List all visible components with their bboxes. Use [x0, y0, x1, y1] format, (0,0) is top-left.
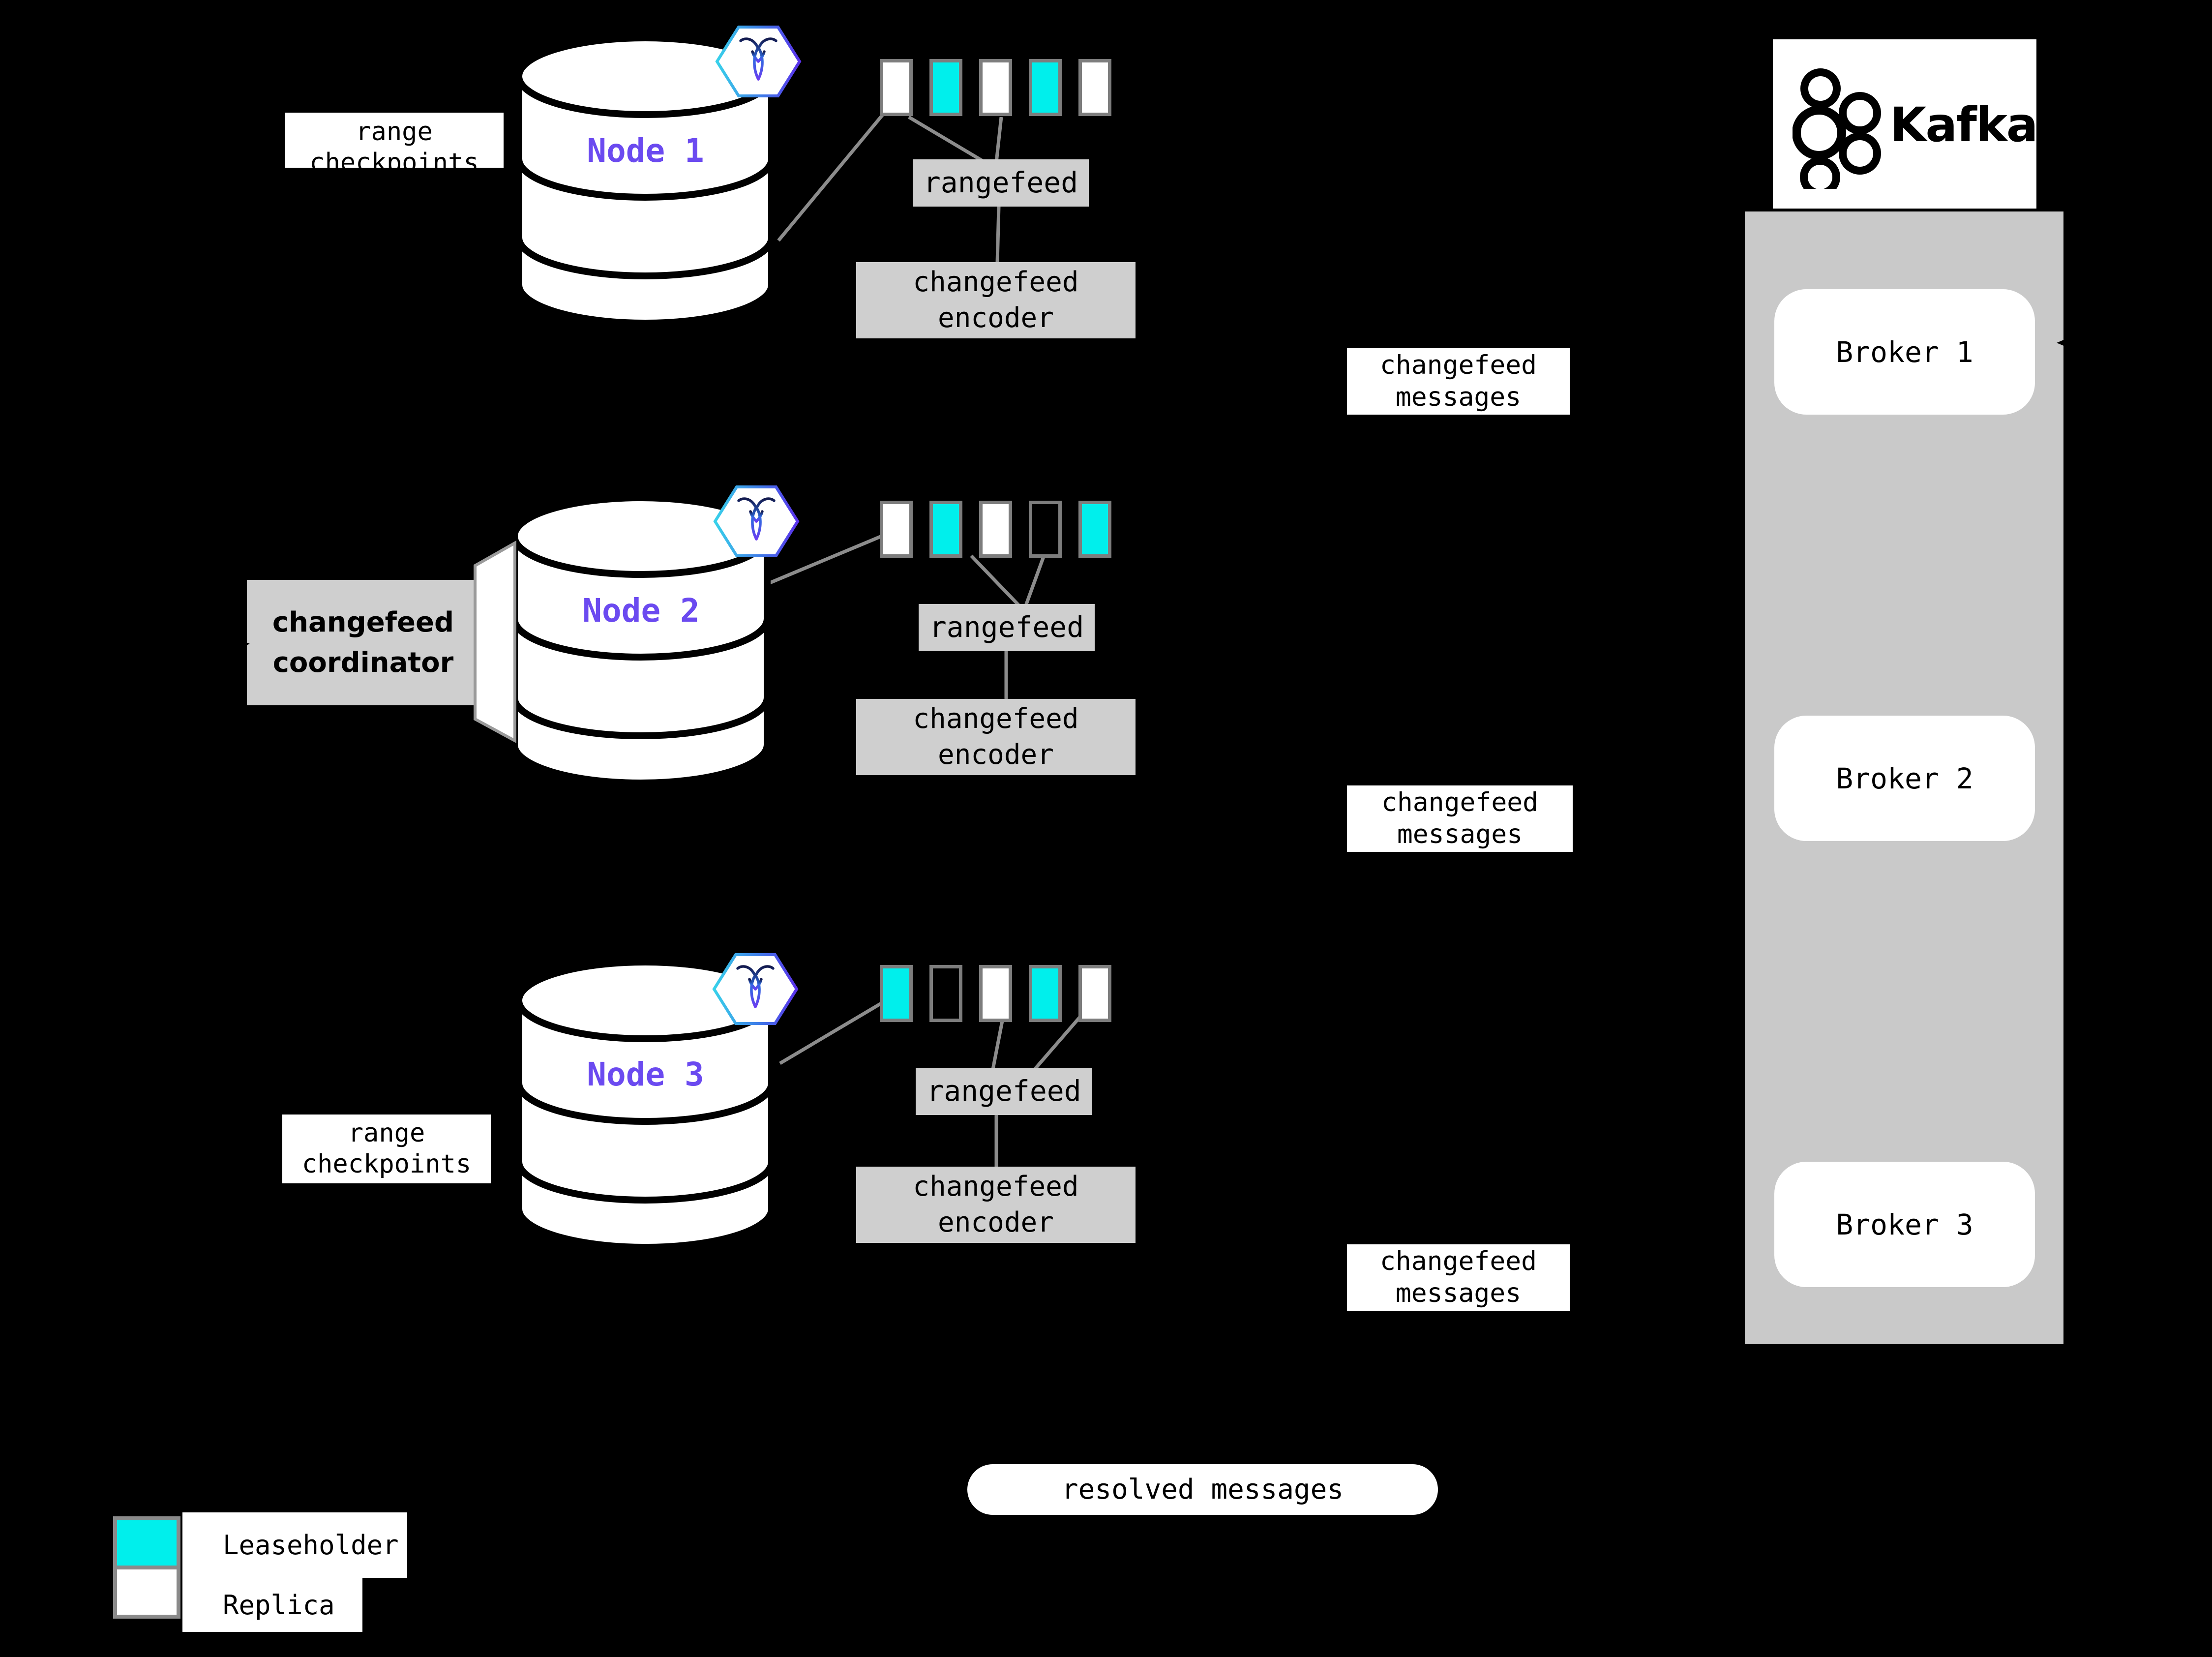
cockroachdb-hexagon-icon: [712, 953, 799, 1025]
rangefeed-box: rangefeed: [916, 1068, 1092, 1115]
range-rect: [1029, 965, 1062, 1022]
legend-label-replica: Replica: [182, 1578, 362, 1632]
connector-line: [777, 110, 887, 242]
kafka-broker: Broker 1: [1774, 289, 2035, 415]
range-rect: [1029, 59, 1062, 116]
range-rect: [929, 501, 962, 558]
range-checkpoints-label: range checkpoints: [285, 113, 504, 168]
node-title: Node 3: [587, 1055, 704, 1093]
kafka-broker: Broker 2: [1774, 716, 2035, 841]
connector-line: [1024, 556, 1046, 606]
range-rect: [880, 59, 913, 116]
changefeed-messages-label: changefeed messages: [1347, 348, 1570, 415]
cockroachdb-hexagon-icon: [715, 26, 802, 97]
changefeed-messages-label: changefeed messages: [1347, 1244, 1570, 1311]
range-rect: [880, 501, 913, 558]
range-rect: [880, 965, 913, 1022]
kafka-brokers-container: Broker 1 Broker 2 Broker 3: [1745, 211, 2063, 1344]
rangefeed-box: rangefeed: [913, 159, 1089, 207]
changefeed-messages-label: changefeed messages: [1347, 785, 1573, 852]
kafka-logo-icon: [1793, 68, 1881, 189]
range-rect: [979, 501, 1012, 558]
range-rect: [979, 965, 1012, 1022]
node-title: Node 1: [587, 132, 704, 170]
node-title: Node 2: [582, 592, 700, 630]
legend-swatch-replica: [113, 1566, 180, 1619]
rangefeed-box: rangefeed: [919, 604, 1095, 651]
range-rect: [929, 59, 962, 116]
database-cylinder-icon: [515, 959, 775, 1251]
cockroachdb-hexagon-icon: [713, 485, 800, 557]
resolved-messages-pill: resolved messages: [967, 1464, 1438, 1515]
changefeed-encoder-box: changefeed encoder: [856, 262, 1136, 338]
database-cylinder-icon: [515, 34, 775, 327]
kafka-logo-card: Kafka: [1773, 39, 2038, 209]
changefeed-coordinator-box: changefeed coordinator: [247, 580, 479, 705]
kafka-broker: Broker 3: [1774, 1162, 2035, 1287]
range-rect: [1078, 501, 1111, 558]
kafka-logo-text: Kafka: [1890, 97, 2038, 152]
range-rect: [1078, 965, 1111, 1022]
connector-line: [991, 1021, 1004, 1070]
connector-line: [1033, 1013, 1084, 1071]
range-rect: [979, 59, 1012, 116]
connector-line: [970, 554, 1020, 607]
coordinator-flag-shape: [474, 540, 516, 744]
range-rect: [1078, 59, 1111, 116]
connector-line: [994, 117, 1003, 163]
connector-line: [995, 206, 1001, 263]
changefeed-encoder-box: changefeed encoder: [856, 699, 1136, 775]
changefeed-encoder-box: changefeed encoder: [856, 1167, 1136, 1243]
range-rect: [1029, 501, 1062, 558]
range-checkpoints-label: range checkpoints: [282, 1115, 491, 1183]
legend-swatch-leaseholder: [113, 1516, 180, 1569]
legend-label-leaseholder: Leaseholder: [182, 1512, 407, 1578]
connector-line: [908, 115, 986, 164]
database-cylinder-icon: [511, 494, 771, 786]
range-rect: [929, 965, 962, 1022]
